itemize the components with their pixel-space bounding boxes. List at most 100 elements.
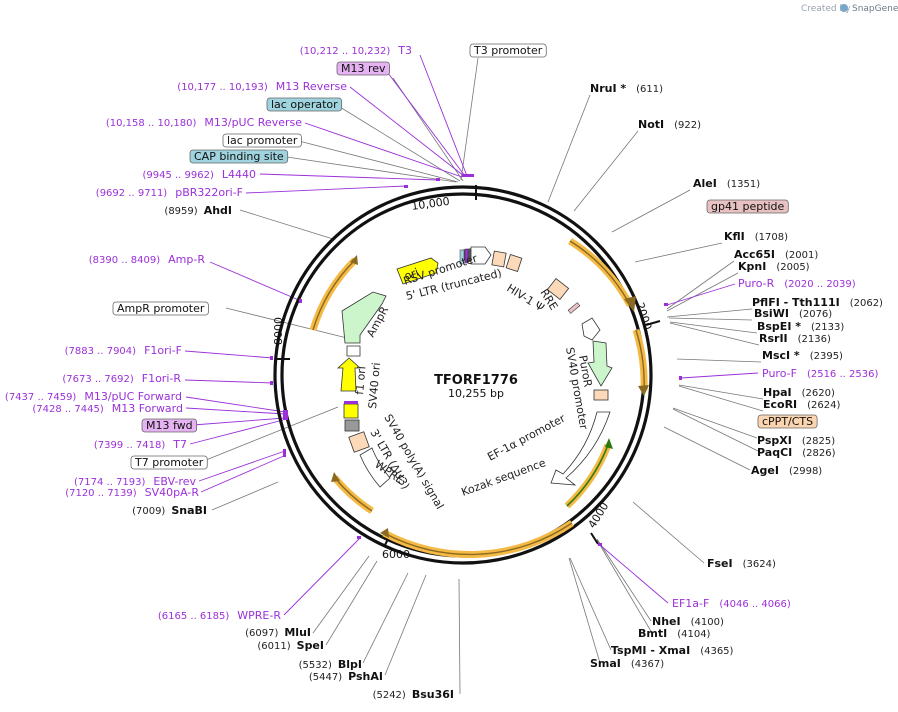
primer-t3[interactable]: T3(10,212 .. 10,232)	[300, 44, 412, 57]
enzyme-mlui[interactable]: MluI(6097)	[245, 626, 311, 639]
enzyme-paqci[interactable]: PaqCI(2826)	[757, 446, 836, 459]
primer-ef1a-f[interactable]: EF1a-F(4046 .. 4066)	[672, 597, 791, 610]
box-t3-promoter[interactable]: T3 promoter	[469, 43, 547, 58]
enzyme-name: HpaI	[763, 386, 792, 399]
enzyme-blpi[interactable]: BlpI(5532)	[299, 658, 362, 671]
enzyme-name: PflFI - Tth111I	[752, 296, 840, 309]
enzyme-smai[interactable]: SmaI (4367)	[590, 657, 664, 670]
enzyme-ecori[interactable]: EcoRI(2624)	[763, 398, 841, 411]
enzyme-name: AgeI	[751, 464, 779, 477]
primer-name: EF1a-F	[672, 597, 709, 610]
enzyme-snabi[interactable]: SnaBI(7009)	[132, 504, 207, 517]
box-t7-promoter[interactable]: T7 promoter	[130, 455, 208, 470]
box-m13-fwd[interactable]: M13 fwd	[141, 418, 198, 433]
enzyme-pflfi-tth111i[interactable]: PflFI - Tth111I(2062)	[752, 296, 883, 309]
primer-wpre-r[interactable]: WPRE-R(6165 .. 6185)	[158, 609, 281, 622]
enzyme-fsei[interactable]: FseI (3624)	[707, 557, 776, 570]
primer-ebv-rev[interactable]: EBV-rev(7174 .. 7193)	[74, 475, 196, 488]
box-gp41[interactable]: gp41 peptide	[706, 199, 789, 214]
box-m13-rev[interactable]: M13 rev	[336, 61, 390, 76]
primer-name: Puro-F	[762, 367, 797, 380]
primer-f1ori-r[interactable]: F1ori-R(7673 .. 7692)	[62, 372, 181, 385]
enzyme-nhei[interactable]: NheI(4100)	[652, 615, 724, 628]
box-label: CAP binding site	[194, 150, 284, 163]
primer-position: (8390 .. 8409)	[89, 255, 161, 266]
box-label: AmpR promoter	[117, 302, 205, 315]
cppt-box	[593, 389, 609, 401]
enzyme-name: SmaI	[590, 657, 621, 670]
box-ampr-promoter[interactable]: AmpR promoter	[112, 301, 209, 316]
enzyme-msci[interactable]: MscI *(2395)	[762, 349, 843, 362]
enzyme-alei[interactable]: AleI(1351)	[693, 177, 760, 190]
enzyme-bmti[interactable]: BmtI(4104)	[638, 627, 711, 640]
primer-position: (10,158 .. 10,180)	[106, 118, 197, 129]
primer-puro-f[interactable]: Puro-F (2516 .. 2536)	[762, 367, 878, 380]
enzyme-name: Acc65I	[734, 248, 775, 261]
enzyme-noti[interactable]: NotI(922)	[638, 118, 701, 131]
enzyme-spei[interactable]: SpeI(6011)	[257, 639, 324, 652]
enzyme-name: AhdI	[204, 204, 232, 217]
enzyme-position: (5532)	[299, 660, 332, 671]
enzyme-rsrii[interactable]: RsrII(2136)	[759, 332, 831, 345]
primer-name: M13/pUC Reverse	[204, 116, 302, 129]
enzyme-agei[interactable]: AgeI (2998)	[751, 464, 822, 477]
enzyme-name: FseI	[707, 557, 733, 570]
enzyme-position: (3624)	[743, 559, 776, 570]
enzyme-bspei[interactable]: BspEI * (2133)	[757, 320, 844, 333]
enzyme-nrui[interactable]: NruI *(611)	[590, 82, 663, 95]
enzyme-ahdi[interactable]: AhdI(8959)	[164, 204, 232, 217]
enzyme-position: (1708)	[755, 232, 788, 243]
enzyme-name: BspEI *	[757, 320, 801, 333]
primer-name: M13/pUC Forward	[84, 390, 182, 403]
primer-l4440[interactable]: L4440(9945 .. 9962)	[142, 168, 256, 181]
enzyme-name: EcoRI	[763, 398, 797, 411]
box-lac-operator[interactable]: lac operator	[266, 97, 343, 112]
enzyme-pshai[interactable]: PshAI(5447)	[309, 670, 383, 683]
primer-f1ori-f[interactable]: F1ori-F(7883 .. 7904)	[65, 344, 182, 357]
primer-amp-r[interactable]: Amp-R(8390 .. 8409)	[89, 253, 206, 266]
kozak-label: Kozak sequence	[460, 456, 548, 499]
enzyme-hpai[interactable]: HpaI(2620)	[763, 386, 835, 399]
sv40-ori-label: SV40 ori	[366, 362, 383, 409]
enzyme-name: SpeI	[297, 639, 324, 652]
primer-t7[interactable]: T7(7399 .. 7418)	[94, 438, 187, 451]
enzyme-bsiwi[interactable]: BsiWI(2076)	[754, 307, 832, 320]
enzyme-name: NheI	[652, 615, 681, 628]
primer-position: (10,177 .. 10,193)	[177, 82, 268, 93]
box-cppt[interactable]: cPPT/CTS	[757, 414, 818, 429]
primer-puro-r[interactable]: Puro-R(2020 .. 2039)	[738, 277, 856, 290]
enzyme-position: (2133)	[811, 322, 844, 333]
enzyme-position: (4367)	[631, 659, 664, 670]
enzyme-bsu36i[interactable]: Bsu36I(5242)	[373, 688, 454, 701]
enzyme-kpni[interactable]: KpnI(2005)	[738, 260, 810, 273]
enzyme-tspmi-xmai[interactable]: TspMI - XmaI(4365)	[611, 644, 734, 657]
plasmid-size: 10,255 bp	[448, 387, 504, 400]
primer-name: F1ori-R	[142, 372, 182, 385]
primer-position: (7120 .. 7139)	[65, 488, 137, 499]
primer-m13-puc-reverse[interactable]: M13/pUC Reverse (10,158 .. 10,180)	[106, 116, 302, 129]
primer-position: (2516 .. 2536)	[807, 369, 879, 380]
primer-position: (9692 .. 9711)	[96, 188, 168, 199]
primer-m13-puc-forward[interactable]: M13/pUC Forward(7437 .. 7459)	[5, 390, 182, 403]
primer-m13-reverse[interactable]: M13 Reverse(10,177 .. 10,193)	[177, 80, 347, 93]
enzyme-position: (2998)	[789, 466, 822, 477]
primer-position: (10,212 .. 10,232)	[300, 46, 391, 57]
enzyme-name: PspXI	[757, 434, 792, 447]
box-cap-site[interactable]: CAP binding site	[189, 149, 289, 164]
enzyme-pspxi[interactable]: PspXI(2825)	[757, 434, 835, 447]
primer-m13-forward[interactable]: M13 Forward(7428 .. 7445)	[32, 402, 183, 415]
credit-text: Created by	[801, 4, 851, 14]
enzyme-name: Bsu36I	[412, 688, 454, 701]
primer-pbr322ori-f[interactable]: pBR322ori-F(9692 .. 9711)	[96, 186, 243, 199]
tick-label-10-000: 10,000	[411, 195, 451, 213]
primer-sv40pa-r[interactable]: SV40pA-R(7120 .. 7139)	[65, 486, 199, 499]
enzyme-kfli[interactable]: KflI (1708)	[724, 230, 788, 243]
enzyme-acc65i[interactable]: Acc65I(2001)	[734, 248, 818, 261]
ori-arrow	[396, 257, 439, 285]
enzyme-position: (2076)	[799, 309, 832, 320]
enzyme-name: KflI	[724, 230, 745, 243]
f1-ori-label: f1 ori	[353, 366, 368, 396]
rre-box	[546, 277, 570, 301]
box-lac-promoter[interactable]: lac promoter	[222, 133, 302, 148]
